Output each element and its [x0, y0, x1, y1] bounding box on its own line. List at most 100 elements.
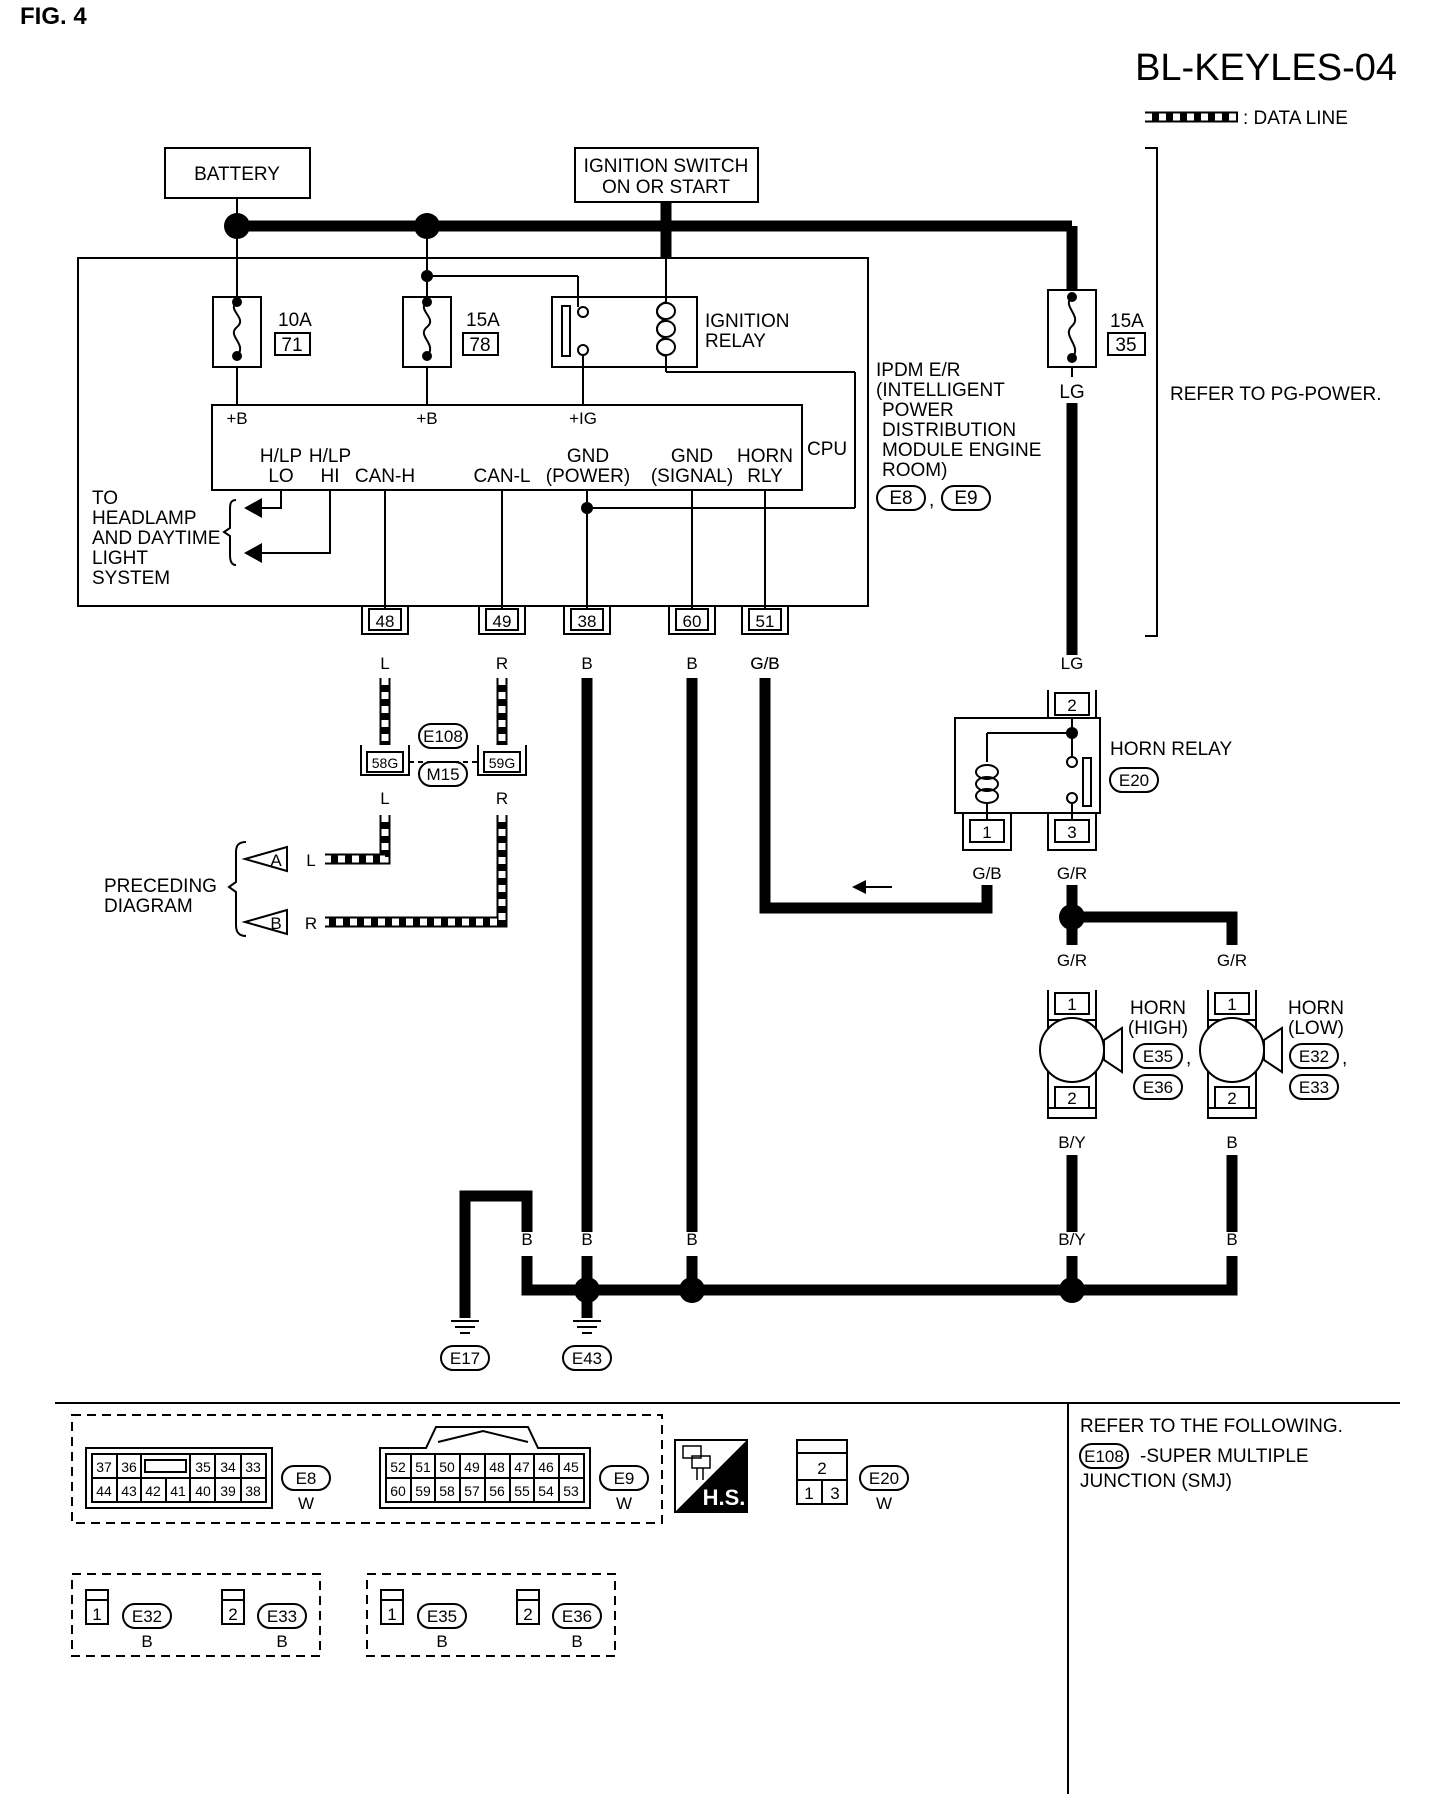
- cpu-gnd-power-1: GND: [567, 446, 609, 467]
- e9-pin-48: 48: [489, 1459, 505, 1475]
- ignition-relay-line-1: IGNITION: [705, 311, 789, 332]
- ground-symbol-e17: [440, 1320, 490, 1371]
- e8-pin-34: 34: [220, 1459, 236, 1475]
- ipdm-label: IPDM E/R (INTELLIGENT POWER DISTRIBUTION…: [876, 360, 1041, 511]
- e9-pin-52: 52: [390, 1459, 406, 1475]
- diagram-id: BL-KEYLES-04: [1135, 47, 1397, 89]
- headlamp-note-5: SYSTEM: [92, 568, 170, 589]
- cpu-box: [211, 404, 803, 491]
- connector-e9-view: [379, 1426, 591, 1509]
- wire-color-b-g1: B: [459, 1230, 470, 1249]
- wire-color-l-top: L: [380, 654, 389, 673]
- horn-high: [1039, 990, 1123, 1119]
- wire-color-b-horn-low-lower: B: [1226, 1230, 1237, 1249]
- fuse-71-amps: 10A: [278, 310, 312, 331]
- horn-relay-pin-1: 1: [982, 823, 991, 842]
- e35-pin: 1: [387, 1605, 396, 1624]
- e8-id-oval: [281, 1465, 331, 1491]
- terminal-60-label: 60: [683, 612, 702, 631]
- horn-high-e35-oval: [1133, 1043, 1183, 1069]
- e36-id: E36: [562, 1607, 592, 1626]
- e8-pin-41: 41: [170, 1483, 186, 1499]
- horn-high-pin-1: 1: [1067, 995, 1076, 1014]
- power-bus: [224, 198, 1078, 290]
- cpu-hlp-lo-1: H/LP: [260, 446, 302, 467]
- wire-color-b-g4: B: [686, 1230, 697, 1249]
- e9-pin-57: 57: [464, 1483, 480, 1499]
- wire-color-gr-horn-low: G/R: [1217, 951, 1247, 970]
- horn-relay: [954, 690, 1101, 851]
- fuse-78-amps: 15A: [466, 310, 500, 331]
- can-data-lines: [325, 678, 508, 928]
- refer-following-line-1: REFER TO THE FOLLOWING.: [1080, 1416, 1343, 1437]
- e9-id-oval: [599, 1465, 649, 1491]
- refer-following-line-3: JUNCTION (SMJ): [1080, 1471, 1232, 1492]
- e9-pin-53: 53: [563, 1483, 579, 1499]
- cpu-gnd-signal-2: (SIGNAL): [651, 466, 733, 487]
- horn-low-line-1: HORN: [1288, 998, 1344, 1019]
- ipdm-line-5: MODULE ENGINE: [882, 440, 1041, 461]
- ground-e17: E17: [450, 1349, 480, 1368]
- cpu-gnd-power-2: (POWER): [546, 466, 630, 487]
- cpu-horn-rly-2: RLY: [747, 466, 783, 487]
- horn-relay-pin-2: 2: [1067, 696, 1076, 715]
- ipdm-line-6: ROOM): [882, 460, 947, 481]
- cpu-hlp-lo-2: LO: [268, 466, 293, 487]
- smj-pin-58g: 58G: [372, 755, 398, 771]
- e9-pin-59: 59: [415, 1483, 431, 1499]
- terminal-49-label: 49: [493, 612, 512, 631]
- e20-id-oval: [859, 1465, 909, 1491]
- connector-group-e8-e9: [71, 1414, 663, 1524]
- wire-color-b-g3: B: [581, 1230, 592, 1249]
- ground-symbol-e43: [562, 1320, 612, 1371]
- e36-color: B: [571, 1632, 582, 1651]
- fuse-71-number: 71: [281, 335, 302, 356]
- fuse-78-number-box: [462, 332, 499, 356]
- preceding-line-1: PRECEDING: [104, 876, 217, 897]
- battery-label: BATTERY: [194, 164, 280, 185]
- ipdm-line-2: (INTELLIGENT: [876, 380, 1005, 401]
- refer-pg-power: REFER TO PG-POWER.: [1170, 384, 1382, 405]
- cpu-label: CPU: [807, 439, 847, 460]
- ipdm-box: [77, 257, 869, 607]
- connector-e32-view: [85, 1589, 109, 1625]
- horn-low: [1199, 990, 1283, 1119]
- connector-group-e35-e36: [366, 1573, 616, 1657]
- e36-id-oval: [552, 1603, 602, 1629]
- wire-color-b-38: B: [581, 654, 592, 673]
- ipdm-line-4: DISTRIBUTION: [882, 420, 1016, 441]
- horn-low-e32: E32: [1299, 1047, 1329, 1066]
- e9-pin-58: 58: [439, 1483, 455, 1499]
- e8-pin-35: 35: [195, 1459, 211, 1475]
- e9-pin-60: 60: [390, 1483, 406, 1499]
- e9-pin-51: 51: [415, 1459, 431, 1475]
- preceding-wire-r: R: [305, 914, 317, 933]
- ground-wires: [459, 678, 1238, 1318]
- e8-pin-37: 37: [96, 1459, 112, 1475]
- fuse-71: [212, 238, 262, 405]
- smj-e108: E108: [423, 727, 463, 746]
- ipdm-line-3: POWER: [882, 400, 954, 421]
- ipdm-connector-e8: E8: [889, 488, 912, 509]
- headlamp-note-1: TO: [92, 488, 118, 509]
- cpu-input-b1: +B: [226, 409, 247, 428]
- terminal-60: [668, 606, 716, 635]
- pg-power-bracket: [1145, 147, 1158, 637]
- e35-color: B: [436, 1632, 447, 1651]
- wire-color-b-60: B: [686, 654, 697, 673]
- horn-high-pin-2: 2: [1067, 1089, 1076, 1108]
- terminal-38-label: 38: [578, 612, 597, 631]
- horn-relay-control-wire: [759, 678, 993, 914]
- wire-color-by-lower: B/Y: [1058, 1230, 1085, 1249]
- refer-following-e108: E108: [1084, 1447, 1124, 1466]
- horn-relay-label: HORN RELAY: [1110, 739, 1232, 760]
- cpu-hlp-hi-2: HI: [321, 466, 340, 487]
- preceding-line-2: DIAGRAM: [104, 896, 193, 917]
- refer-following-e108-oval: [1079, 1443, 1129, 1469]
- ignition-switch-line-1: IGNITION SWITCH: [584, 156, 749, 177]
- terminal-48: [361, 606, 409, 635]
- e20-id: E20: [869, 1469, 899, 1488]
- cpu-hlp-hi-1: H/LP: [309, 446, 351, 467]
- horn-relay-pin-3: 3: [1067, 823, 1076, 842]
